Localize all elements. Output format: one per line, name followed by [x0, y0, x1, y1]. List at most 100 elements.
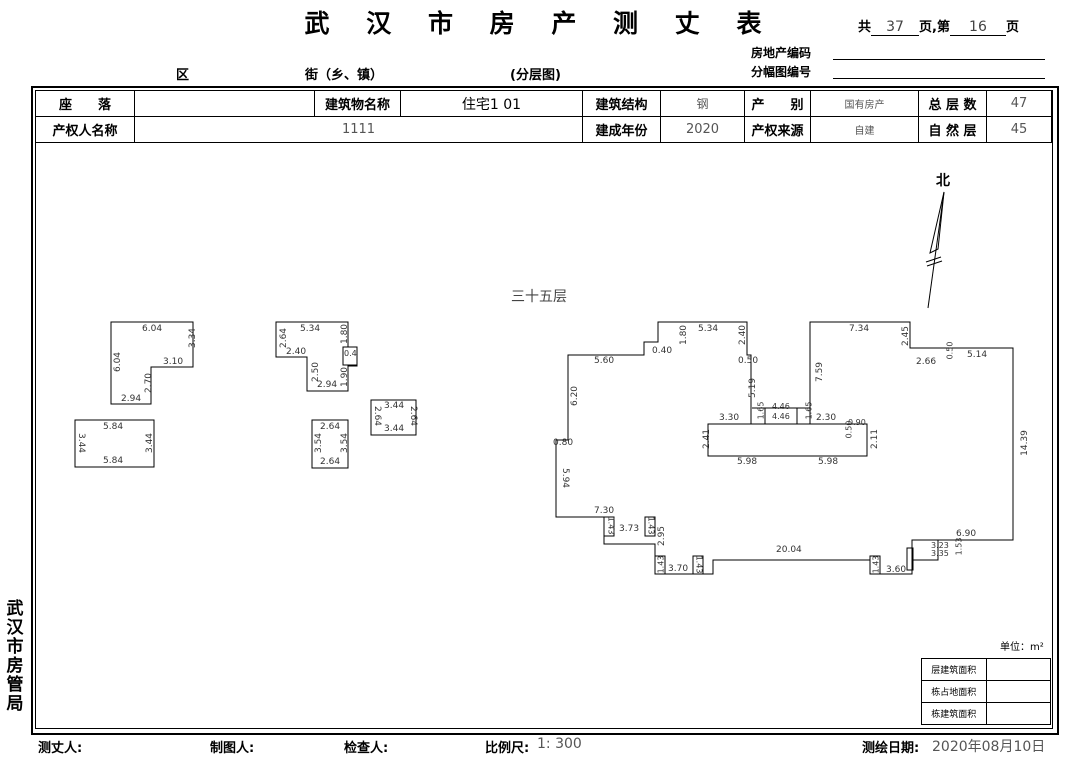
- plan-shape-b: [275, 321, 358, 392]
- page-total: 37: [871, 19, 920, 36]
- dim-label: 3.44: [145, 432, 156, 454]
- dim-label: 5.60: [594, 356, 615, 366]
- page-suffix: 页: [1005, 20, 1019, 35]
- plan-core: [707, 423, 868, 457]
- building-area-value: [985, 702, 1051, 725]
- page-total-prefix: 共: [858, 20, 872, 35]
- dim-label: 1.43: [871, 555, 881, 574]
- dim-label: 5.19: [748, 377, 759, 399]
- page-current-prefix: 页,第: [919, 20, 950, 35]
- plan-shape-d: [311, 419, 349, 469]
- checker-label: 检查人:: [344, 741, 389, 756]
- scale-label: 比例尺:: [485, 741, 530, 756]
- dim-label: 2.64: [279, 327, 290, 349]
- dim-label: 3.35: [931, 549, 949, 558]
- dim-label: 1.53: [954, 537, 964, 556]
- dim-label: 1.65: [756, 401, 766, 420]
- dim-label: 7.34: [849, 324, 870, 334]
- dim-label: 0.40: [652, 346, 673, 356]
- dim-label: 2.40: [738, 324, 749, 346]
- drafter-label: 制图人:: [210, 741, 255, 756]
- info-row-1: 座 落 建筑物名称 住宅1 01 建筑结构 钢 产 别 国有房产 总 层 数 4…: [35, 90, 1052, 117]
- dim-label: 20.04: [776, 545, 802, 555]
- dim-label: 3.73: [619, 524, 640, 534]
- dim-label: 5.98: [818, 457, 839, 467]
- dim-label: 2.11: [870, 428, 881, 450]
- north-arrow-icon: [925, 191, 945, 309]
- category-label: 产 别: [744, 90, 811, 117]
- dim-label: 0.50: [945, 341, 955, 360]
- source-label: 产权来源: [744, 116, 811, 143]
- dim-label: 4.46: [772, 412, 790, 421]
- sheet-code-label: 分幅图编号: [751, 65, 812, 79]
- area-table: 层建筑面积 栋占地面积 栋建筑面积: [921, 658, 1051, 725]
- dim-label: 14.39: [1019, 430, 1030, 456]
- unit-label: 单位：m²: [1000, 642, 1044, 653]
- page-title: 武 汉 市 房 产 测 丈 表: [304, 9, 776, 38]
- footprint-area-value: [985, 680, 1051, 703]
- dim-label: 3.44: [76, 432, 87, 454]
- dim-label: 1.43: [646, 516, 656, 535]
- info-table: 座 落 建筑物名称 住宅1 01 建筑结构 钢 产 别 国有房产 总 层 数 4…: [35, 90, 1052, 143]
- dim-label: 2.94: [317, 380, 338, 390]
- owner-label: 产权人名称: [35, 116, 135, 143]
- dim-label: 3.23: [931, 541, 949, 550]
- dim-label: 0.50: [844, 420, 854, 439]
- structure-value: 钢: [660, 90, 745, 117]
- plan-shape-a: [110, 321, 194, 405]
- dim-label: 5.94: [560, 467, 571, 489]
- property-code-label: 房地产编码: [751, 46, 812, 60]
- dim-label: 1.80: [679, 324, 690, 346]
- dim-label: 2.64: [408, 405, 419, 427]
- dim-label: 3.70: [668, 564, 689, 574]
- dim-label: 1.90: [340, 366, 351, 388]
- outer-frame: [31, 86, 1059, 735]
- dim-label: 4.46: [772, 402, 790, 411]
- plan-shape-c: [74, 419, 155, 468]
- dim-label: 3.44: [384, 424, 405, 434]
- dim-label: 3.54: [340, 432, 351, 454]
- info-row-2: 产权人名称 1111 建成年份 2020 产权来源 自建 自 然 层 45: [35, 116, 1052, 143]
- dim-label: 3.54: [314, 432, 325, 454]
- property-code-line: [833, 59, 1045, 60]
- dim-label: 6.04: [113, 351, 124, 373]
- floor-label: 三十五层: [511, 289, 567, 305]
- natural-floor-label: 自 然 层: [918, 116, 987, 143]
- floor-area-label: 层建筑面积: [921, 658, 987, 681]
- date-label: 测绘日期:: [862, 741, 920, 756]
- plan-shape-main: [555, 321, 1014, 575]
- side-char: 局: [6, 694, 24, 714]
- dim-label: 2.70: [144, 372, 155, 394]
- district-label: 区: [176, 68, 190, 83]
- dim-label: 5.84: [103, 422, 124, 432]
- dim-label: 5.34: [698, 324, 719, 334]
- dim-label: 6.90: [956, 529, 977, 539]
- side-char: 房: [6, 656, 24, 676]
- owner-value: 1111: [134, 116, 583, 143]
- page-current: 16: [949, 19, 1006, 36]
- side-char: 管: [6, 675, 24, 695]
- dim-label: 3.30: [719, 413, 740, 423]
- dim-label: 5.98: [737, 457, 758, 467]
- building-area-label: 栋建筑面积: [921, 702, 987, 725]
- dim-label: 1.80: [340, 323, 351, 345]
- total-floors-label: 总 层 数: [918, 90, 987, 117]
- dim-label: 1.65: [804, 401, 814, 420]
- dim-label: 0.50: [738, 356, 759, 366]
- dim-label: 7.59: [815, 361, 826, 383]
- plan-shape-e: [370, 399, 417, 436]
- side-char: 市: [6, 637, 24, 657]
- floor-area-value: [985, 658, 1051, 681]
- dim-label: 2.45: [901, 325, 912, 347]
- scale-value: 1: 300: [537, 736, 582, 752]
- year-value: 2020: [660, 116, 745, 143]
- dim-label: 3.34: [188, 327, 199, 349]
- dim-label: 2.40: [286, 347, 307, 357]
- dim-label: 7.30: [594, 506, 615, 516]
- building-name-label: 建筑物名称: [314, 90, 401, 117]
- north-label: 北: [936, 173, 950, 189]
- dim-label: 1.43: [656, 555, 666, 574]
- year-label: 建成年份: [582, 116, 661, 143]
- dim-label: 3.10: [163, 357, 184, 367]
